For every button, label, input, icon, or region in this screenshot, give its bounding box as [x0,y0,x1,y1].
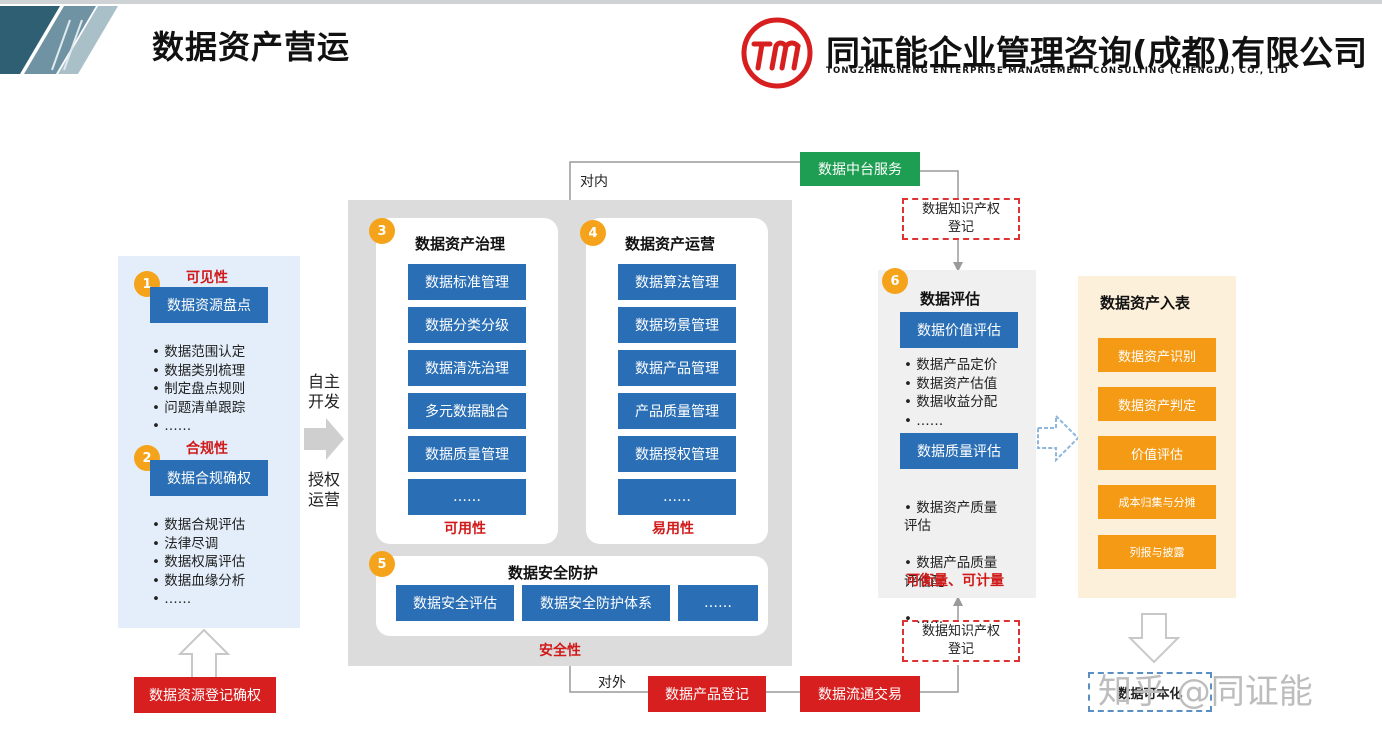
evaluation-title: 数据评估 [920,290,981,308]
list-item: 数据类别梳理 [152,362,292,381]
outer-label: 对外 [598,675,626,691]
list-item: …… [904,610,1032,629]
security-item: …… [678,585,758,621]
visibility-label: 可见性 [186,270,228,286]
step-badge-5: 5 [369,551,395,577]
ledger-item: 成本归集与分摊 [1098,485,1216,519]
list-item: 数据资产质量 评估 [904,499,1032,536]
ease-of-use-label: 易用性 [652,521,694,537]
governance-item: 数据清洗治理 [408,350,526,386]
company-logo-icon [741,17,813,89]
circulation-trade-box: 数据流通交易 [800,676,920,712]
step-badge-3: 3 [369,218,395,244]
security-item: 数据安全防护体系 [522,585,670,621]
watermark: 知乎 @同证能 [1098,672,1313,712]
compliance-rights-box: 数据合规确权 [150,460,268,496]
governance-item: 多元数据融合 [408,393,526,429]
list-item: 法律尽调 [152,535,292,554]
security-item: 数据安全评估 [396,585,514,621]
inner-label: 对内 [580,174,608,190]
visibility-list: 数据范围认定 数据类别梳理 制定盘点规则 问题清单跟踪 …… [152,343,292,436]
security-title: 数据安全防护 [508,564,599,582]
page-title: 数据资产营运 [152,28,351,66]
top-border [0,0,1382,4]
list-item: …… [152,590,292,609]
list-item: 数据范围认定 [152,343,292,362]
usability-label: 可用性 [444,521,486,537]
step-badge-4: 4 [580,220,606,246]
down-arrow-icon [1127,613,1181,664]
operation-title: 数据资产运营 [625,235,716,253]
capitalization-box: 数据可本化 [1088,672,1212,712]
measurable-label: 可衡量、可计量 [906,573,1004,589]
ledger-item: 价值评估 [1098,436,1216,470]
compliance-list: 数据合规评估 法律尽调 数据权属评估 数据血缘分析 …… [152,516,292,609]
list-item: 数据合规评估 [152,516,292,535]
corner-building-icon [0,6,118,74]
list-item: …… [152,417,292,436]
value-evaluation-list: 数据产品定价 数据资产估值 数据收益分配 …… [904,356,1032,430]
self-develop-label: 自主 开发 [307,372,340,411]
operation-item: 数据产品管理 [618,350,736,386]
company-name: 同证能企业管理咨询(成都)有限公司 [826,34,1368,74]
governance-title: 数据资产治理 [415,235,506,253]
quality-evaluation-list: 数据资产质量 评估 数据产品质量 评估配 …… [904,480,1032,647]
product-registration-box: 数据产品登记 [648,676,766,712]
operation-item: …… [618,479,736,515]
ledger-item: 数据资产识别 [1098,338,1216,372]
resource-registration-box: 数据资源登记确权 [134,677,276,713]
list-item: 数据血缘分析 [152,572,292,591]
list-item: 制定盘点规则 [152,380,292,399]
governance-item: …… [408,479,526,515]
operation-item: 数据授权管理 [618,436,736,472]
governance-item: 数据质量管理 [408,436,526,472]
step-badge-6: 6 [882,268,908,294]
middle-platform-service-box: 数据中台服务 [800,152,920,186]
authorized-operation-label: 授权 运营 [307,470,340,509]
list-item: 数据资产估值 [904,375,1032,394]
governance-item: 数据标准管理 [408,264,526,300]
list-item: 数据收益分配 [904,393,1032,412]
list-item: 数据产品定价 [904,356,1032,375]
ledger-item: 数据资产判定 [1098,387,1216,421]
list-item: 问题清单跟踪 [152,399,292,418]
right-hollow-arrow-icon [1037,413,1080,463]
operation-item: 产品质量管理 [618,393,736,429]
step-badge-1: 1 [134,271,160,297]
right-arrow-icon [304,418,344,460]
list-item: …… [904,412,1032,431]
value-evaluation-box: 数据价值评估 [900,312,1018,348]
list-item: 数据权属评估 [152,553,292,572]
operation-item: 数据场景管理 [618,307,736,343]
ledger-item: 列报与披露 [1098,535,1216,569]
operation-item: 数据算法管理 [618,264,736,300]
ledger-title: 数据资产入表 [1100,294,1191,312]
governance-item: 数据分类分级 [408,307,526,343]
ip-registration-top-box: 数据知识产权 登记 [902,198,1020,240]
quality-evaluation-box: 数据质量评估 [900,433,1018,469]
resource-inventory-box: 数据资源盘点 [150,287,268,323]
security-label: 安全性 [539,643,581,659]
compliance-label: 合规性 [186,441,228,457]
company-name-english: TONGZHENGNENG ENTERPRISE MANAGEMENT CONS… [826,66,1289,76]
list-item: 数据产品质量 评估配 [904,554,1032,591]
